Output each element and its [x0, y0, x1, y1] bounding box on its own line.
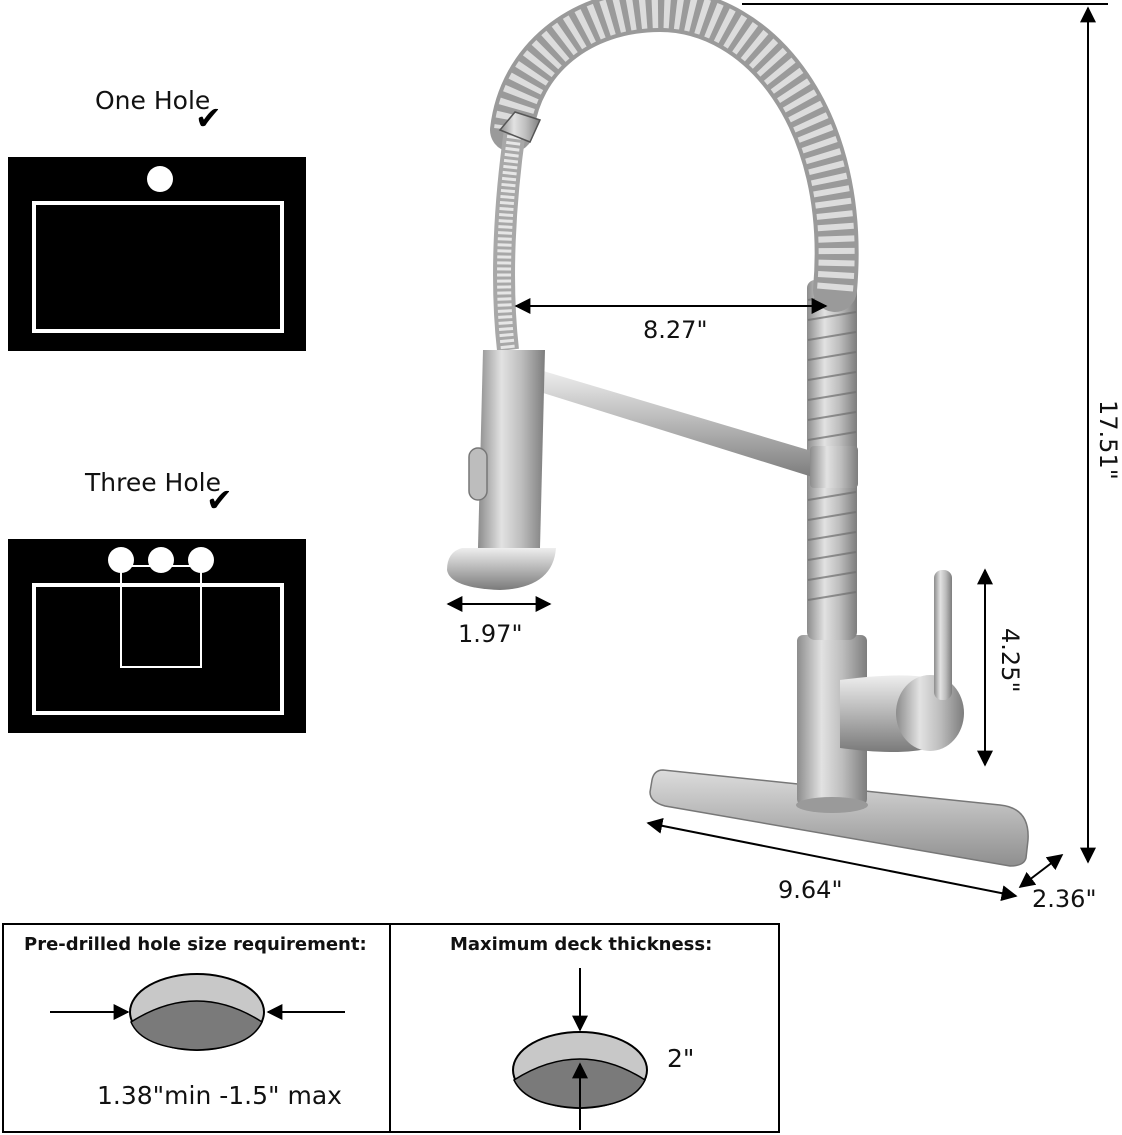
faucet-hole	[147, 166, 173, 192]
handle-lever	[934, 570, 952, 700]
pull-down-sprayer	[478, 350, 545, 548]
faucet-illustration	[447, 0, 1029, 867]
hole-size-graphic	[50, 973, 345, 1051]
sprayhead-diameter-label: 1.97"	[458, 620, 523, 648]
hole-size-range: 1.38"min -1.5" max	[97, 1081, 342, 1110]
three-hole-label: Three Hole	[85, 468, 221, 497]
requirements-table	[2, 923, 780, 1133]
deck-length-label: 9.64"	[778, 876, 843, 904]
one-hole-sink	[8, 157, 306, 351]
faucet-hole	[188, 547, 214, 573]
deck-thickness-title: Maximum deck thickness:	[450, 934, 713, 955]
deck-width-dimension-line	[1018, 854, 1064, 888]
faucet-body	[797, 635, 867, 805]
three-hole-check-icon: ✔	[206, 481, 233, 519]
height-label: 17.51"	[1094, 400, 1122, 480]
one-hole-label: One Hole	[95, 86, 211, 115]
deck-thickness-value: 2"	[667, 1044, 695, 1073]
support-arm	[540, 370, 825, 480]
deck-length-dimension-line	[646, 817, 1018, 902]
reach-label: 8.27"	[643, 316, 708, 344]
faucet-hole	[148, 547, 174, 573]
faucet-hole	[108, 547, 134, 573]
handle-height-label: 4.25"	[996, 628, 1024, 693]
handle-knob	[896, 675, 964, 751]
one-hole-check-icon: ✔	[195, 99, 222, 137]
deck-thickness-graphic	[512, 968, 648, 1130]
deck-width-label: 2.36"	[1032, 885, 1097, 913]
hole-size-title: Pre-drilled hole size requirement:	[24, 934, 367, 955]
three-hole-sink	[8, 539, 306, 733]
spray-button	[468, 447, 488, 501]
